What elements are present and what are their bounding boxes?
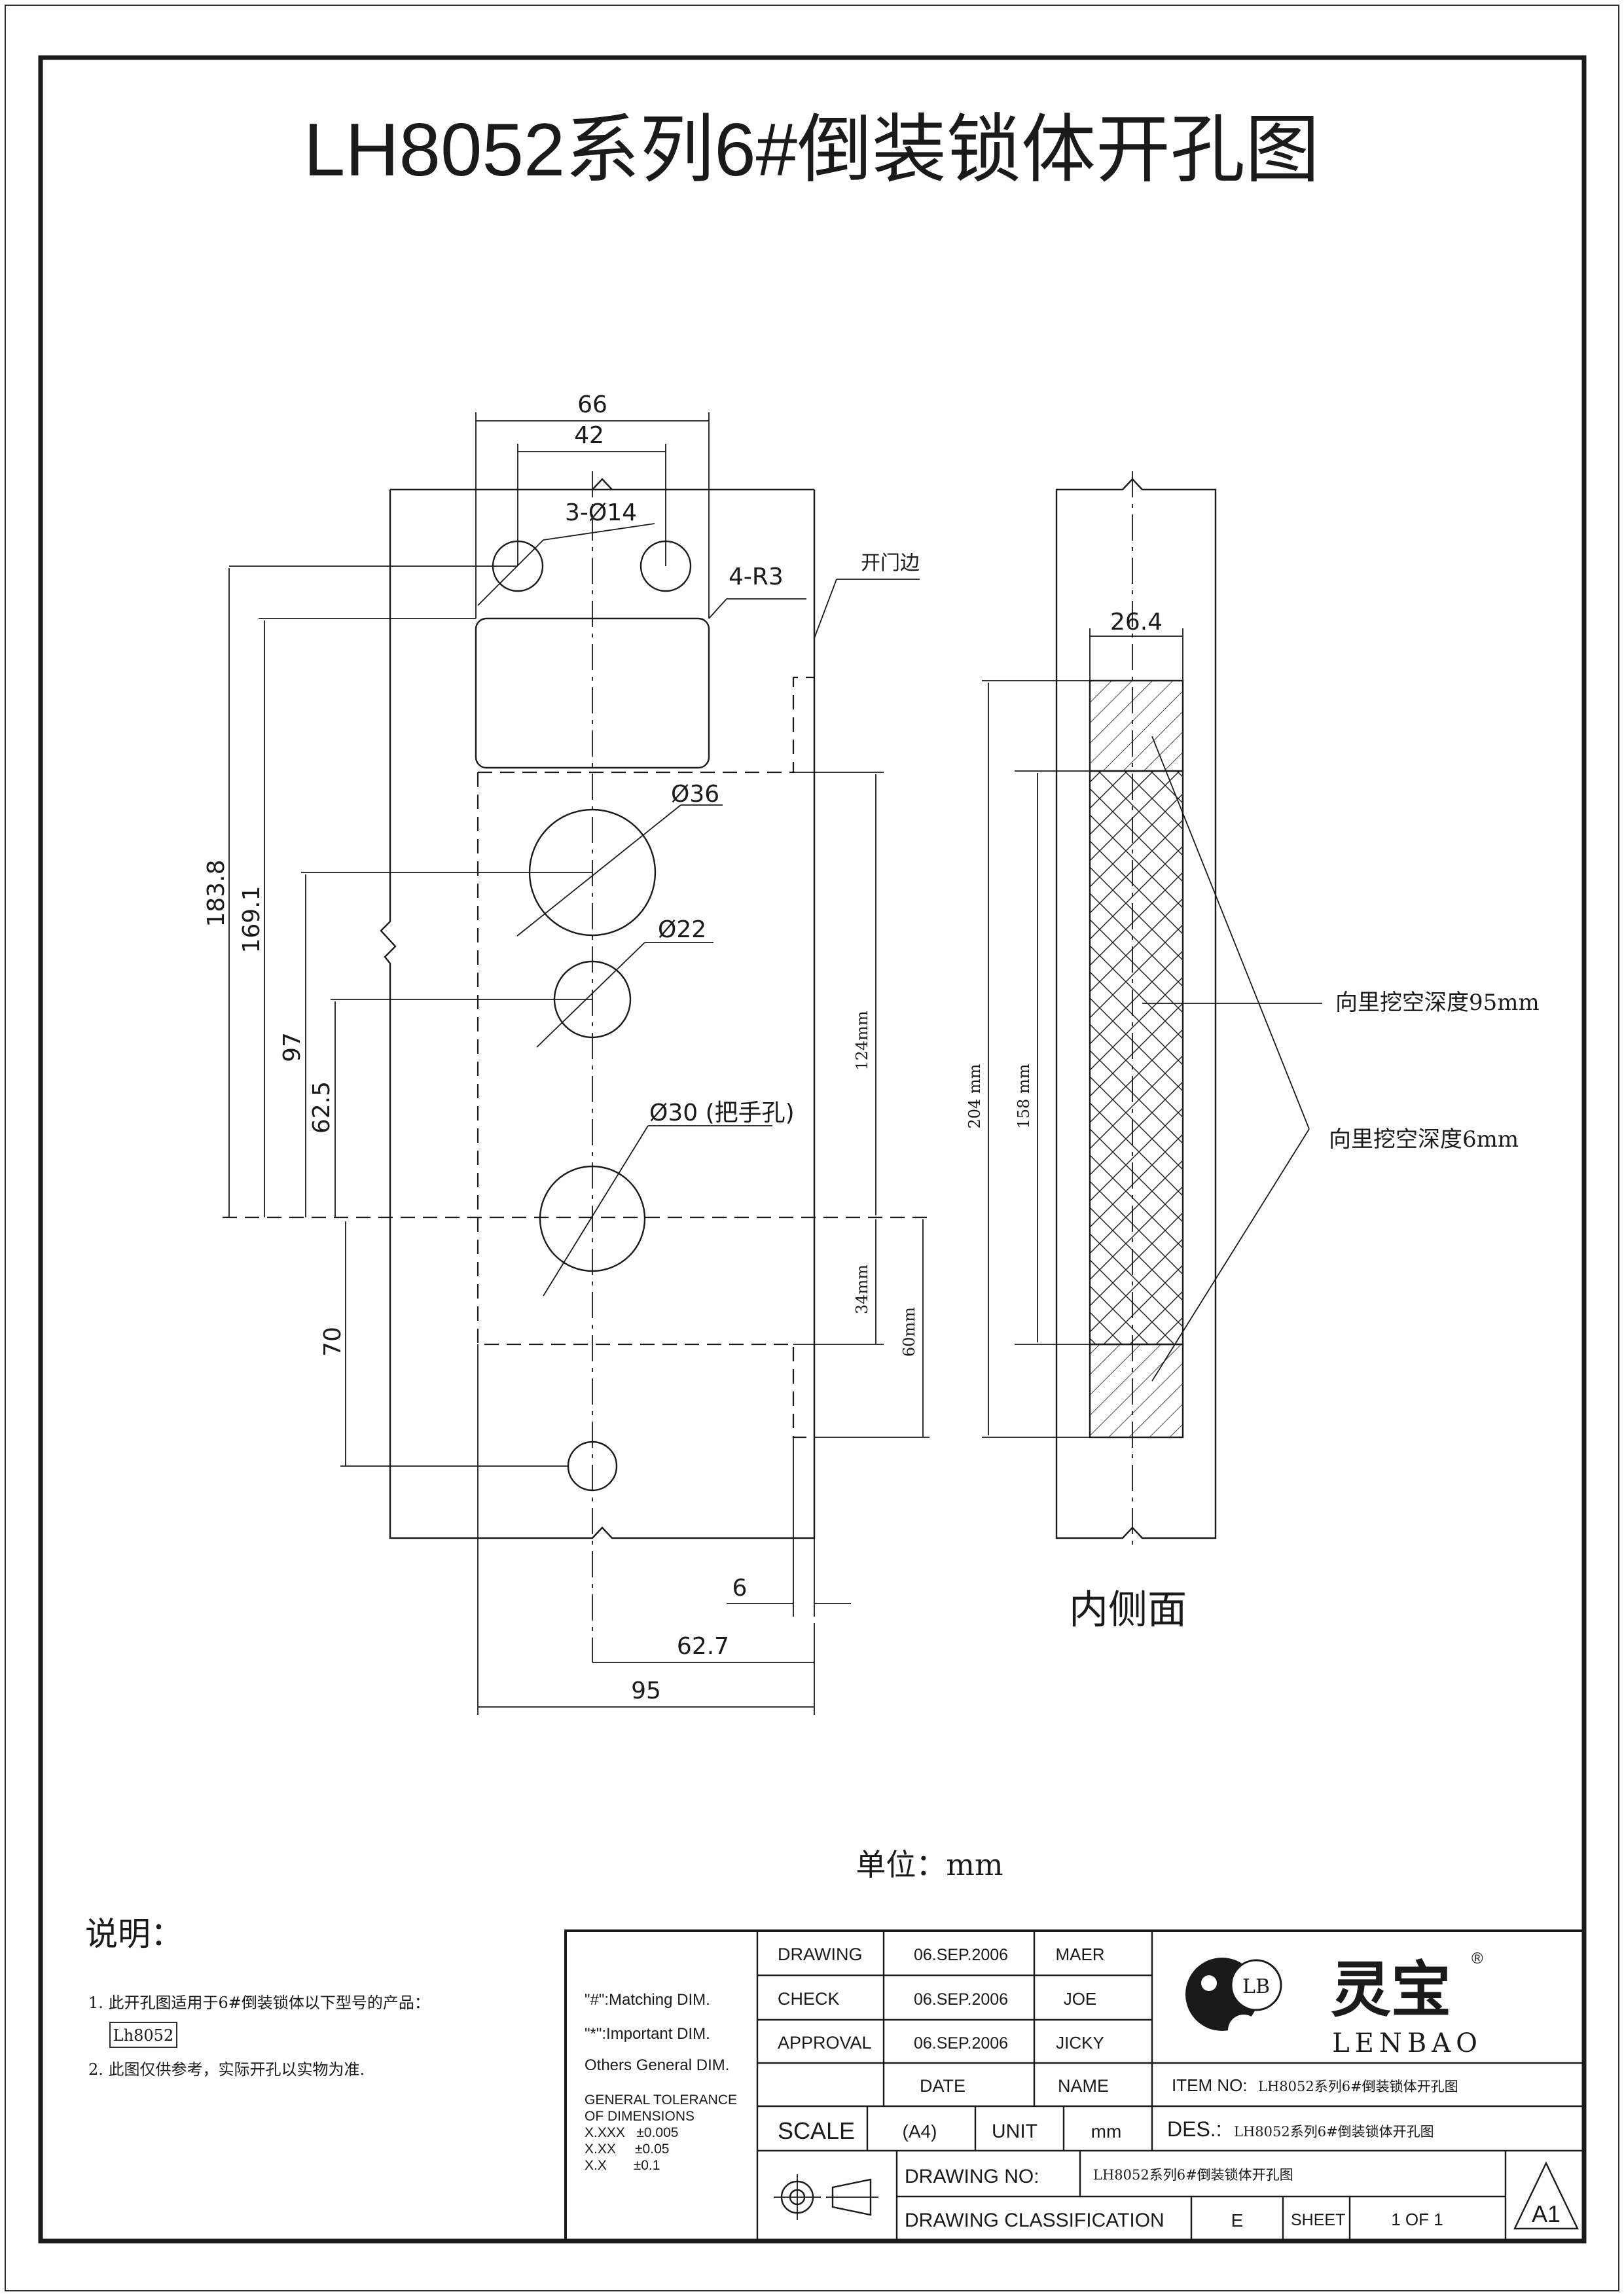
- dim-3-holes: 3-Ø14: [565, 499, 637, 526]
- legend-important: "*":Important DIM.: [585, 2025, 710, 2043]
- row-drawing-date: 06.SEP.2006: [914, 1946, 1008, 1964]
- revision-label: A1: [1532, 2200, 1561, 2227]
- dim-6: 6: [732, 1575, 748, 1602]
- leader-r3: [708, 598, 727, 619]
- tolerance-row-1: X.XXX ±0.005: [585, 2125, 678, 2140]
- dim-169-1: 169.1: [238, 886, 265, 953]
- door-outline: [380, 488, 816, 1539]
- door-edge-outline: [1055, 478, 1217, 1539]
- leader-d30: [543, 1125, 649, 1297]
- legend-matching: "#":Matching DIM.: [585, 1991, 710, 2009]
- dim-d30: Ø30 (把手孔): [649, 1100, 795, 1126]
- date-header: DATE: [920, 2076, 965, 2096]
- dim-26-4: 26.4: [1110, 609, 1163, 636]
- leader-depth-6-top: [1151, 736, 1310, 1130]
- dim-183-8: 183.8: [203, 859, 230, 927]
- hatched-top: [1089, 679, 1184, 772]
- classification-label: DRAWING CLASSIFICATION: [905, 2210, 1164, 2231]
- item-no-label: ITEM NO:: [1172, 2075, 1248, 2095]
- classification-value: E: [1231, 2210, 1244, 2231]
- hatched-bottom: [1089, 1343, 1184, 1439]
- dim-95: 95: [631, 1677, 661, 1704]
- item-no-value: LH8052系列6#倒装锁体开孔图: [1258, 2079, 1458, 2094]
- legend-others: Others General DIM.: [585, 2056, 729, 2074]
- drawing-no-label: DRAWING NO:: [905, 2166, 1039, 2187]
- dim-d22: Ø22: [658, 916, 706, 943]
- logo-mark: LB: [1242, 1975, 1270, 1998]
- dim-66: 66: [577, 391, 607, 418]
- lenbao-logo: LB 灵宝 LENBAO ®: [1185, 1950, 1483, 2058]
- row-check-name: JOE: [1064, 1989, 1097, 2009]
- revision-triangle: [1513, 2161, 1579, 2230]
- row-approval-date: 06.SEP.2006: [914, 2034, 1008, 2053]
- side-view: 26.4 204 mm 158 mm 向里挖空深度95mm 向里挖空深度6mm …: [965, 471, 1540, 1633]
- des-label: DES.:: [1167, 2117, 1222, 2141]
- side-view-caption: 内侧面: [1069, 1587, 1187, 1633]
- row-approval-name: JICKY: [1056, 2033, 1104, 2053]
- tolerance-heading-1: GENERAL TOLERANCE: [585, 2092, 737, 2108]
- dim-34: 34mm: [853, 1265, 871, 1314]
- tolerance-row-2: X.XX ±0.05: [585, 2142, 669, 2157]
- registered-mark: ®: [1471, 1950, 1483, 1967]
- note-item-1: 1. 此开孔图适用于6#倒装锁体以下型号的产品：: [88, 1994, 430, 2012]
- leader-depth-6-bottom: [1151, 1128, 1310, 1382]
- row-approval-label: APPROVAL: [778, 2033, 872, 2053]
- dim-70: 70: [319, 1327, 346, 1357]
- row-drawing-label: DRAWING: [778, 1945, 863, 1964]
- depth-95-label: 向里挖空深度95mm: [1335, 990, 1540, 1016]
- title-block: "#":Matching DIM. "*":Important DIM. Oth…: [564, 1929, 1585, 2242]
- row-drawing-name: MAER: [1055, 1945, 1104, 1964]
- handle-hole-30: [539, 1165, 646, 1272]
- des-value: LH8052系列6#倒装锁体开孔图: [1234, 2124, 1434, 2140]
- depth-6-label: 向里挖空深度6mm: [1329, 1126, 1519, 1153]
- drawing-no-value: LH8052系列6#倒装锁体开孔图: [1093, 2167, 1293, 2183]
- scale-value: (A4): [903, 2121, 937, 2142]
- notes: 说明： 1. 此开孔图适用于6#倒装锁体以下型号的产品： Lh8052 2. 此…: [85, 1915, 430, 2079]
- outer-border: [5, 5, 1619, 2291]
- model-box-label: Lh8052: [113, 2026, 173, 2045]
- unit-value-cell: mm: [1091, 2121, 1122, 2142]
- dim-42: 42: [574, 422, 604, 449]
- tolerance-heading-2: OF DIMENSIONS: [585, 2109, 695, 2124]
- dim-62-7: 62.7: [677, 1633, 729, 1660]
- dim-4-r3: 4-R3: [729, 564, 784, 590]
- leader-d36: [516, 804, 681, 937]
- faceplate-outline: [477, 676, 814, 1439]
- model-box: [109, 2022, 177, 2048]
- dim-124: 124mm: [853, 1011, 871, 1071]
- sheet-label: SHEET: [1291, 2211, 1345, 2229]
- brand-english: LENBAO: [1332, 2028, 1483, 2058]
- brand-chinese: 灵宝: [1331, 1954, 1451, 2025]
- sheet-value: 1 OF 1: [1391, 2210, 1443, 2229]
- note-item-2: 2. 此图仅供参考，实际开孔以实物为准.: [88, 2060, 365, 2079]
- top-break: [592, 478, 613, 490]
- dim-d36: Ø36: [671, 781, 719, 808]
- unit-label: 单位：mm: [856, 1847, 1003, 1882]
- door-edge-label: 开门边: [861, 552, 920, 575]
- page-title: LH8052系列6#倒装锁体开孔图: [304, 109, 1320, 192]
- row-check-date: 06.SEP.2006: [914, 1990, 1008, 2009]
- projection-symbol: [774, 2174, 878, 2220]
- dim-97: 97: [279, 1032, 306, 1062]
- cross-hatched-pocket: [1089, 770, 1184, 1346]
- row-check-label: CHECK: [778, 1989, 840, 2009]
- dim-204: 204 mm: [965, 1064, 984, 1128]
- dim-60: 60mm: [900, 1307, 918, 1357]
- leader-3holes: [477, 539, 544, 606]
- front-view: 66 42 3-Ø14 4-R3 开门边 Ø36 Ø22 Ø30 (把手孔) 1…: [203, 391, 929, 1715]
- unit-label-cell: UNIT: [992, 2121, 1038, 2142]
- leader-d22: [536, 942, 645, 1048]
- leader-door-edge: [814, 579, 837, 639]
- name-header: NAME: [1058, 2076, 1109, 2096]
- dim-158: 158 mm: [1015, 1064, 1033, 1128]
- dim-62-5: 62.5: [308, 1081, 335, 1134]
- scale-label: SCALE: [778, 2117, 855, 2144]
- notes-heading: 说明：: [85, 1915, 183, 1953]
- tolerance-row-3: X.X ±0.1: [585, 2158, 660, 2173]
